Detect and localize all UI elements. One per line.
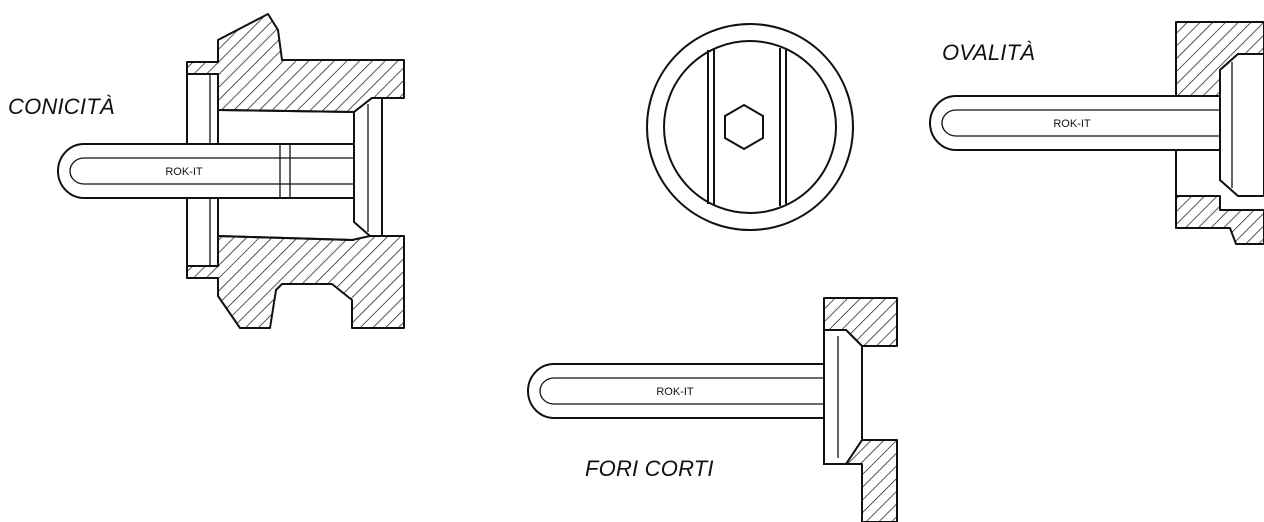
fori-corti-section: ROK-IT <box>527 297 898 522</box>
label-fori-corti: FORI CORTI <box>585 456 714 481</box>
end-view-outer-circle <box>646 23 854 231</box>
fori-cutter-head <box>823 329 863 465</box>
ovalita-section: ROK-IT <box>929 21 1264 245</box>
hex-socket-icon <box>724 103 764 151</box>
label-conicita: CONICITÀ <box>8 94 115 119</box>
label-ovalita: OVALITÀ <box>942 40 1036 65</box>
conicita-tool-bar <box>57 143 355 199</box>
ovalita-cutter-head <box>1219 53 1264 197</box>
ovalita-housing-bottom <box>1175 195 1264 245</box>
conicita-section: ROK-IT <box>57 13 405 329</box>
conicita-housing-bottom <box>186 235 405 329</box>
end-view-inner-circle <box>663 40 837 214</box>
fori-tool-brand: ROK-IT <box>656 386 694 398</box>
conicita-tool-brand: ROK-IT <box>165 166 203 178</box>
ovalita-tool-brand: ROK-IT <box>1053 118 1091 130</box>
end-view <box>646 23 854 231</box>
